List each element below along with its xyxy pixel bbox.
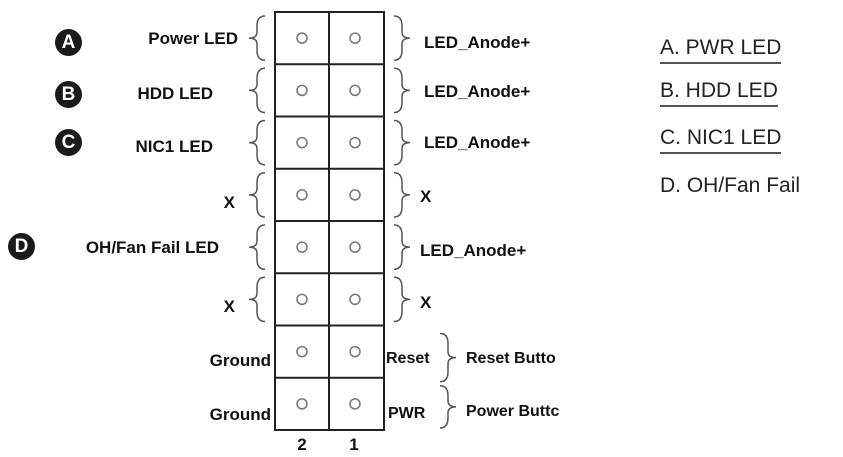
pin-12 (296, 293, 308, 306)
right-brace (439, 385, 457, 429)
pin-3 (349, 84, 361, 97)
pin-9 (349, 241, 361, 253)
legend-item-c: C. NIC1 LED (660, 126, 782, 154)
legend-item-b: B. HDD LED (660, 79, 778, 107)
braces (248, 15, 457, 429)
pin-15 (349, 398, 361, 410)
pin-13 (349, 345, 361, 358)
left-label-x-2: X (223, 297, 235, 316)
right-brace (393, 15, 411, 61)
pin-11 (349, 293, 361, 306)
left-brace (248, 15, 266, 61)
legend-item-a: A. PWR LED (660, 36, 782, 64)
left-label-ground-1: Ground (209, 351, 271, 370)
right-brace (393, 172, 411, 218)
right-label-led-anode-1: LED_Anode+ (424, 33, 531, 52)
right-label-reset-button: Reset Butto (466, 350, 556, 367)
right-label-x-1: X (420, 187, 432, 206)
pin-14 (296, 345, 308, 358)
left-brace (248, 276, 266, 323)
left-label-nic1-led: NIC1 LED (135, 137, 213, 156)
right-label-reset: Reset (386, 350, 430, 367)
pin-4 (296, 84, 308, 97)
pin-5 (349, 136, 361, 149)
pin-7 (349, 189, 361, 201)
right-brace (393, 119, 411, 166)
left-label-hdd-led: HDD LED (137, 84, 213, 103)
right-label-pwr: PWR (388, 405, 426, 422)
right-brace (439, 332, 457, 383)
pin-grid-row-lines (275, 63, 384, 379)
pin-1 (349, 32, 361, 44)
column-number-1: 1 (349, 435, 359, 454)
right-brace (393, 224, 411, 270)
badge-d: D (8, 233, 35, 260)
pins (296, 32, 361, 410)
pin-16 (296, 398, 308, 410)
badge-a: A (55, 29, 82, 56)
right-label-led-anode-4: LED_Anode+ (420, 241, 527, 260)
right-label-x-2: X (420, 293, 432, 312)
right-label-power-button: Power Buttc (466, 403, 560, 420)
right-brace (393, 276, 411, 323)
left-label-ohfan-led: OH/Fan Fail LED (85, 238, 219, 257)
left-brace (248, 172, 266, 218)
left-label-power-led: Power LED (148, 29, 238, 48)
right-label-led-anode-3: LED_Anode+ (424, 133, 531, 152)
right-label-led-anode-2: LED_Anode+ (424, 82, 531, 101)
right-brace (393, 67, 411, 114)
pin-2 (296, 32, 308, 44)
badge-c: C (55, 129, 82, 156)
left-label-x-1: X (223, 193, 235, 212)
pin-10 (296, 241, 308, 253)
left-brace (248, 224, 266, 270)
pin-6 (296, 136, 308, 149)
legend-item-d: D. OH/Fan Fail (660, 174, 801, 197)
left-brace (248, 67, 266, 114)
left-brace (248, 119, 266, 166)
column-number-2: 2 (297, 435, 307, 454)
badge-b: B (55, 81, 82, 108)
pin-8 (296, 189, 308, 201)
left-label-ground-2: Ground (209, 405, 271, 424)
